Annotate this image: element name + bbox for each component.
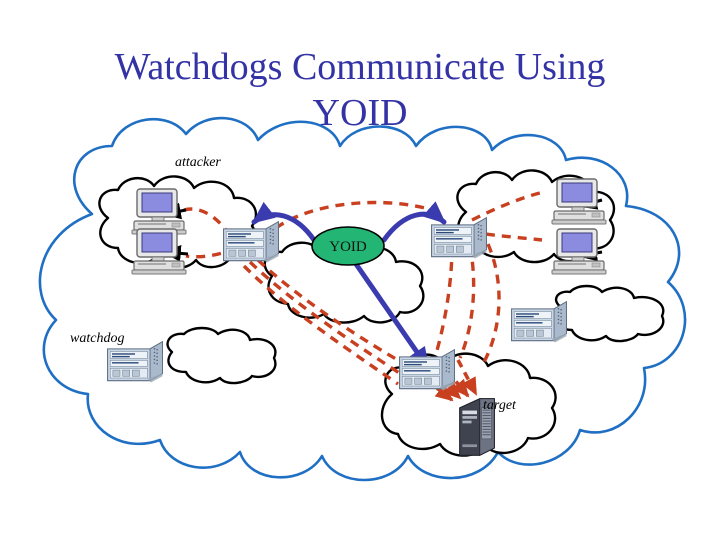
inner-cloud-watchdog <box>166 326 277 385</box>
yoid-hub[interactable]: YOID <box>311 226 385 266</box>
flow-left-router-to-target-router <box>256 258 409 368</box>
yoid-to-left-router <box>251 201 317 243</box>
label-attacker: attacker <box>175 155 221 170</box>
flow-right-router-down-a <box>434 245 454 355</box>
flow-target-d <box>456 359 478 396</box>
yoid-label: YOID <box>329 239 367 255</box>
flow-right-router-down-b <box>458 245 476 359</box>
yoid-to-right-router <box>381 201 447 243</box>
label-watchdog: watchdog <box>70 331 125 346</box>
flow-right-pc1 <box>471 190 545 222</box>
flow-left-router-to-target-router-c <box>242 264 399 386</box>
page-title: Watchdogs Communicate Using YOID <box>114 46 606 134</box>
flow-right-router-down-c <box>482 243 501 363</box>
yoid-to-target-router <box>353 261 431 371</box>
inner-cloud-right-lower <box>554 284 665 343</box>
flow-left-router-to-target-router-b <box>248 260 405 378</box>
label-target: target <box>483 398 516 413</box>
yoid-ellipse[interactable] <box>311 226 385 266</box>
yoid-control-flows <box>251 201 447 371</box>
